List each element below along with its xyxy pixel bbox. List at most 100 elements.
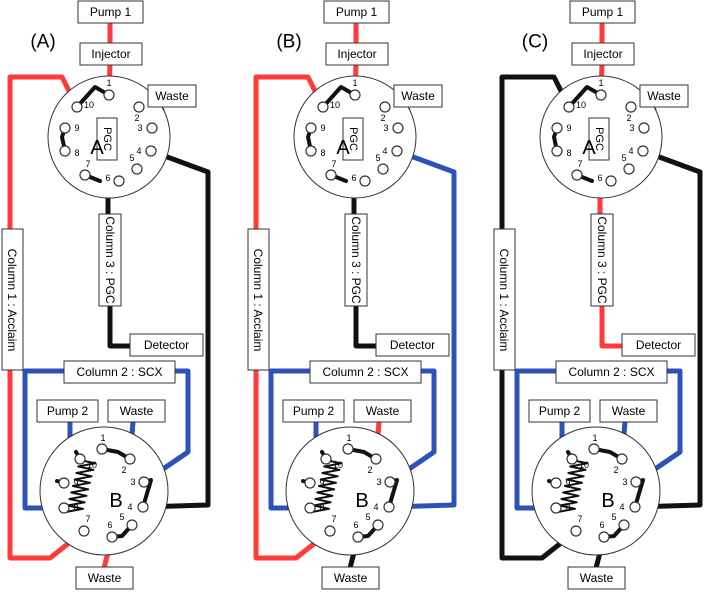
column1-label: Column 1 : Acclaim	[251, 249, 265, 352]
column2-label: Column 2 : SCX	[568, 365, 654, 379]
valve-a-port-number-2: 2	[134, 113, 139, 123]
waste-bottom-box	[321, 566, 380, 590]
waste-b-label: Waste	[612, 404, 646, 418]
valve-b-port-8	[58, 502, 70, 514]
valve-b-port-number-8: 8	[73, 503, 78, 513]
column3-box	[344, 213, 368, 307]
valve-b-port-number-2: 2	[613, 465, 618, 475]
valve-a-port-10	[563, 101, 575, 113]
valve-a-port-number-5: 5	[621, 153, 626, 163]
column3-box	[98, 213, 122, 307]
detector-box	[621, 333, 696, 357]
valve-a-port-number-7: 7	[331, 159, 336, 169]
pgc-box	[96, 117, 118, 161]
valve-b-port-10	[566, 453, 578, 465]
panel-c: (C)Pump 1InjectorWastePGCA12345678910Col…	[493, 0, 703, 590]
valve-a-port-6	[113, 175, 125, 187]
valve-a-port-number-6: 6	[351, 173, 356, 183]
detector-label: Detector	[636, 338, 681, 352]
waste-a-box	[639, 84, 689, 108]
valve-b-port-number-9: 9	[73, 478, 78, 488]
valve-b-port-3	[138, 476, 150, 488]
valve-a-port-3	[146, 122, 158, 134]
valve-a-port-4	[637, 145, 649, 157]
scx-right-tubing	[387, 368, 437, 485]
valve-b-port-number-10: 10	[579, 460, 589, 470]
column1-box	[247, 228, 270, 371]
valve-a-4-to-b-4-tubing	[632, 148, 703, 510]
waste-b-label: Waste	[366, 404, 400, 418]
valve-a-port-number-8: 8	[320, 148, 325, 158]
valve-b-port-number-4: 4	[619, 502, 624, 512]
injector-label: Injector	[91, 47, 130, 61]
valve-a-port-4	[145, 145, 157, 157]
valve-b-port-5	[618, 519, 630, 531]
valve-a-port-number-10: 10	[576, 100, 586, 110]
pgc-label: PGC	[347, 127, 359, 151]
injector-box	[325, 42, 389, 66]
valve-a-port-number-7: 7	[577, 159, 582, 169]
valve-a-port-number-8: 8	[74, 148, 79, 158]
valve-b-port-10	[74, 453, 86, 465]
valve-b-port-2	[370, 453, 382, 465]
panel-label: (A)	[30, 32, 55, 53]
pump2-box	[282, 399, 345, 423]
valve-a-port-number-1: 1	[598, 78, 603, 88]
valve-b-letter: B	[109, 490, 122, 512]
valve-b-port-number-10: 10	[333, 460, 343, 470]
valve-b-port-number-7: 7	[577, 514, 582, 524]
column3-bottom-tubing	[599, 302, 625, 349]
valve-a-port-7	[571, 169, 583, 181]
valve-b-port-4	[383, 501, 395, 513]
valve-a-port-2	[133, 101, 145, 113]
valve-b-port-1	[96, 443, 108, 455]
valve-b-port-2	[616, 453, 628, 465]
valve-b-port-number-1: 1	[346, 433, 351, 443]
valve-b-port-number-8: 8	[565, 503, 570, 513]
valve-a-port-3	[392, 122, 404, 134]
valve-a-port-number-2: 2	[626, 113, 631, 123]
valve-b-port-number-2: 2	[121, 465, 126, 475]
valve-a-port-1	[103, 89, 115, 101]
panel-b: (B)Pump 1InjectorWastePGCA12345678910Col…	[247, 0, 457, 590]
waste-bottom-box	[75, 566, 134, 590]
pump1-label: Pump 1	[90, 5, 132, 19]
valve-a-port-number-10: 10	[330, 100, 340, 110]
detector-box	[375, 333, 450, 357]
pgc-label: PGC	[593, 127, 605, 151]
waste-a-label: Waste	[155, 89, 189, 103]
pump2-label: Pump 2	[293, 404, 335, 418]
valve-b-port-number-6: 6	[107, 520, 112, 530]
valve-b-port-4	[629, 501, 641, 513]
pump1-box	[323, 0, 390, 24]
pump1-label: Pump 1	[336, 5, 378, 19]
valve-b-port-5	[372, 519, 384, 531]
valve-a-letter: A	[336, 137, 350, 159]
column2-box	[309, 360, 422, 384]
valve-b-port-9	[550, 477, 562, 489]
valve-a-port-4	[391, 145, 403, 157]
valve-b-port-number-9: 9	[565, 478, 570, 488]
waste-a-label: Waste	[401, 89, 435, 103]
valve-b-letter: B	[601, 490, 614, 512]
valve-b-port-6	[598, 531, 610, 543]
valve-a-port-7	[79, 169, 91, 181]
injector-label: Injector	[583, 47, 622, 61]
pump2-label: Pump 2	[539, 404, 581, 418]
valve-a-port-9	[59, 122, 71, 134]
column3-bottom-tubing	[107, 302, 133, 349]
valve-a-port-number-5: 5	[129, 153, 134, 163]
valve-a-port-number-5: 5	[375, 153, 380, 163]
pgc-box	[588, 117, 610, 161]
valve-b-port-3	[630, 476, 642, 488]
scx-right-tubing	[633, 368, 683, 485]
column1-box	[1, 228, 24, 371]
valve-a-port-number-2: 2	[380, 113, 385, 123]
valve-a-letter: A	[90, 137, 104, 159]
valve-a-port-5	[131, 163, 143, 175]
valve-a-port-2	[625, 101, 637, 113]
valve-a-letter: A	[582, 137, 596, 159]
valve-b-port-4	[137, 501, 149, 513]
waste-b-box	[353, 399, 412, 423]
valve-a-port-8	[305, 145, 317, 157]
